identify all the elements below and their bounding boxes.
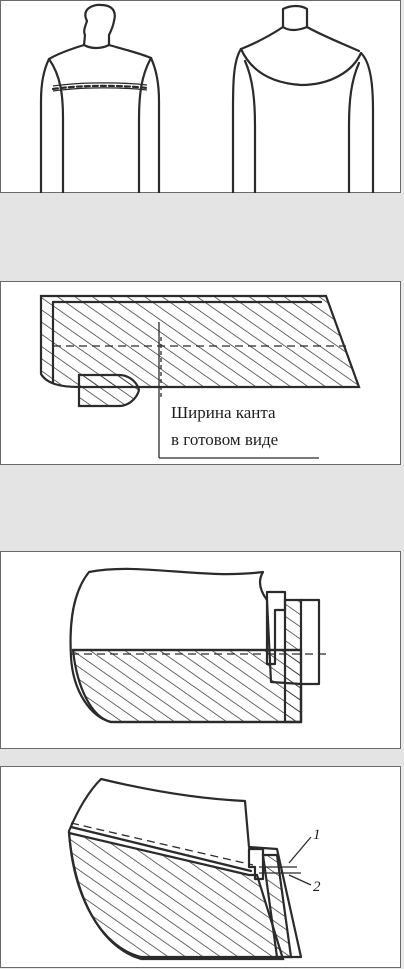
garment-views-drawing bbox=[39, 3, 375, 194]
panel-folded-edge bbox=[0, 551, 401, 749]
separator-3 bbox=[0, 749, 404, 766]
panel-garment-views bbox=[0, 0, 401, 194]
marker-2: 2 bbox=[313, 879, 321, 895]
piping-edge-drawing: Ширина канта в готовом виде bbox=[39, 294, 361, 459]
piping-body bbox=[39, 294, 361, 389]
front-view bbox=[39, 3, 161, 194]
width-label-line1: Ширина канта bbox=[171, 403, 276, 422]
width-label-line2: в готовом виде bbox=[171, 430, 278, 449]
back-view bbox=[231, 4, 375, 194]
marker-1: 1 bbox=[313, 827, 321, 843]
panel-piping-edge: Ширина канта в готовом виде bbox=[0, 281, 401, 465]
fold-layer bbox=[283, 598, 303, 724]
panel-edge-markers: 1 2 bbox=[0, 766, 401, 968]
separator-1 bbox=[0, 193, 404, 281]
piping-cord bbox=[77, 373, 141, 408]
edge-markers-drawing: 1 2 bbox=[67, 777, 321, 961]
lining-hatched bbox=[71, 648, 303, 724]
fold-layer-2 bbox=[261, 853, 293, 959]
folded-edge-drawing bbox=[69, 567, 326, 724]
lining-hatched-2 bbox=[67, 831, 285, 961]
separator-2 bbox=[0, 465, 404, 551]
